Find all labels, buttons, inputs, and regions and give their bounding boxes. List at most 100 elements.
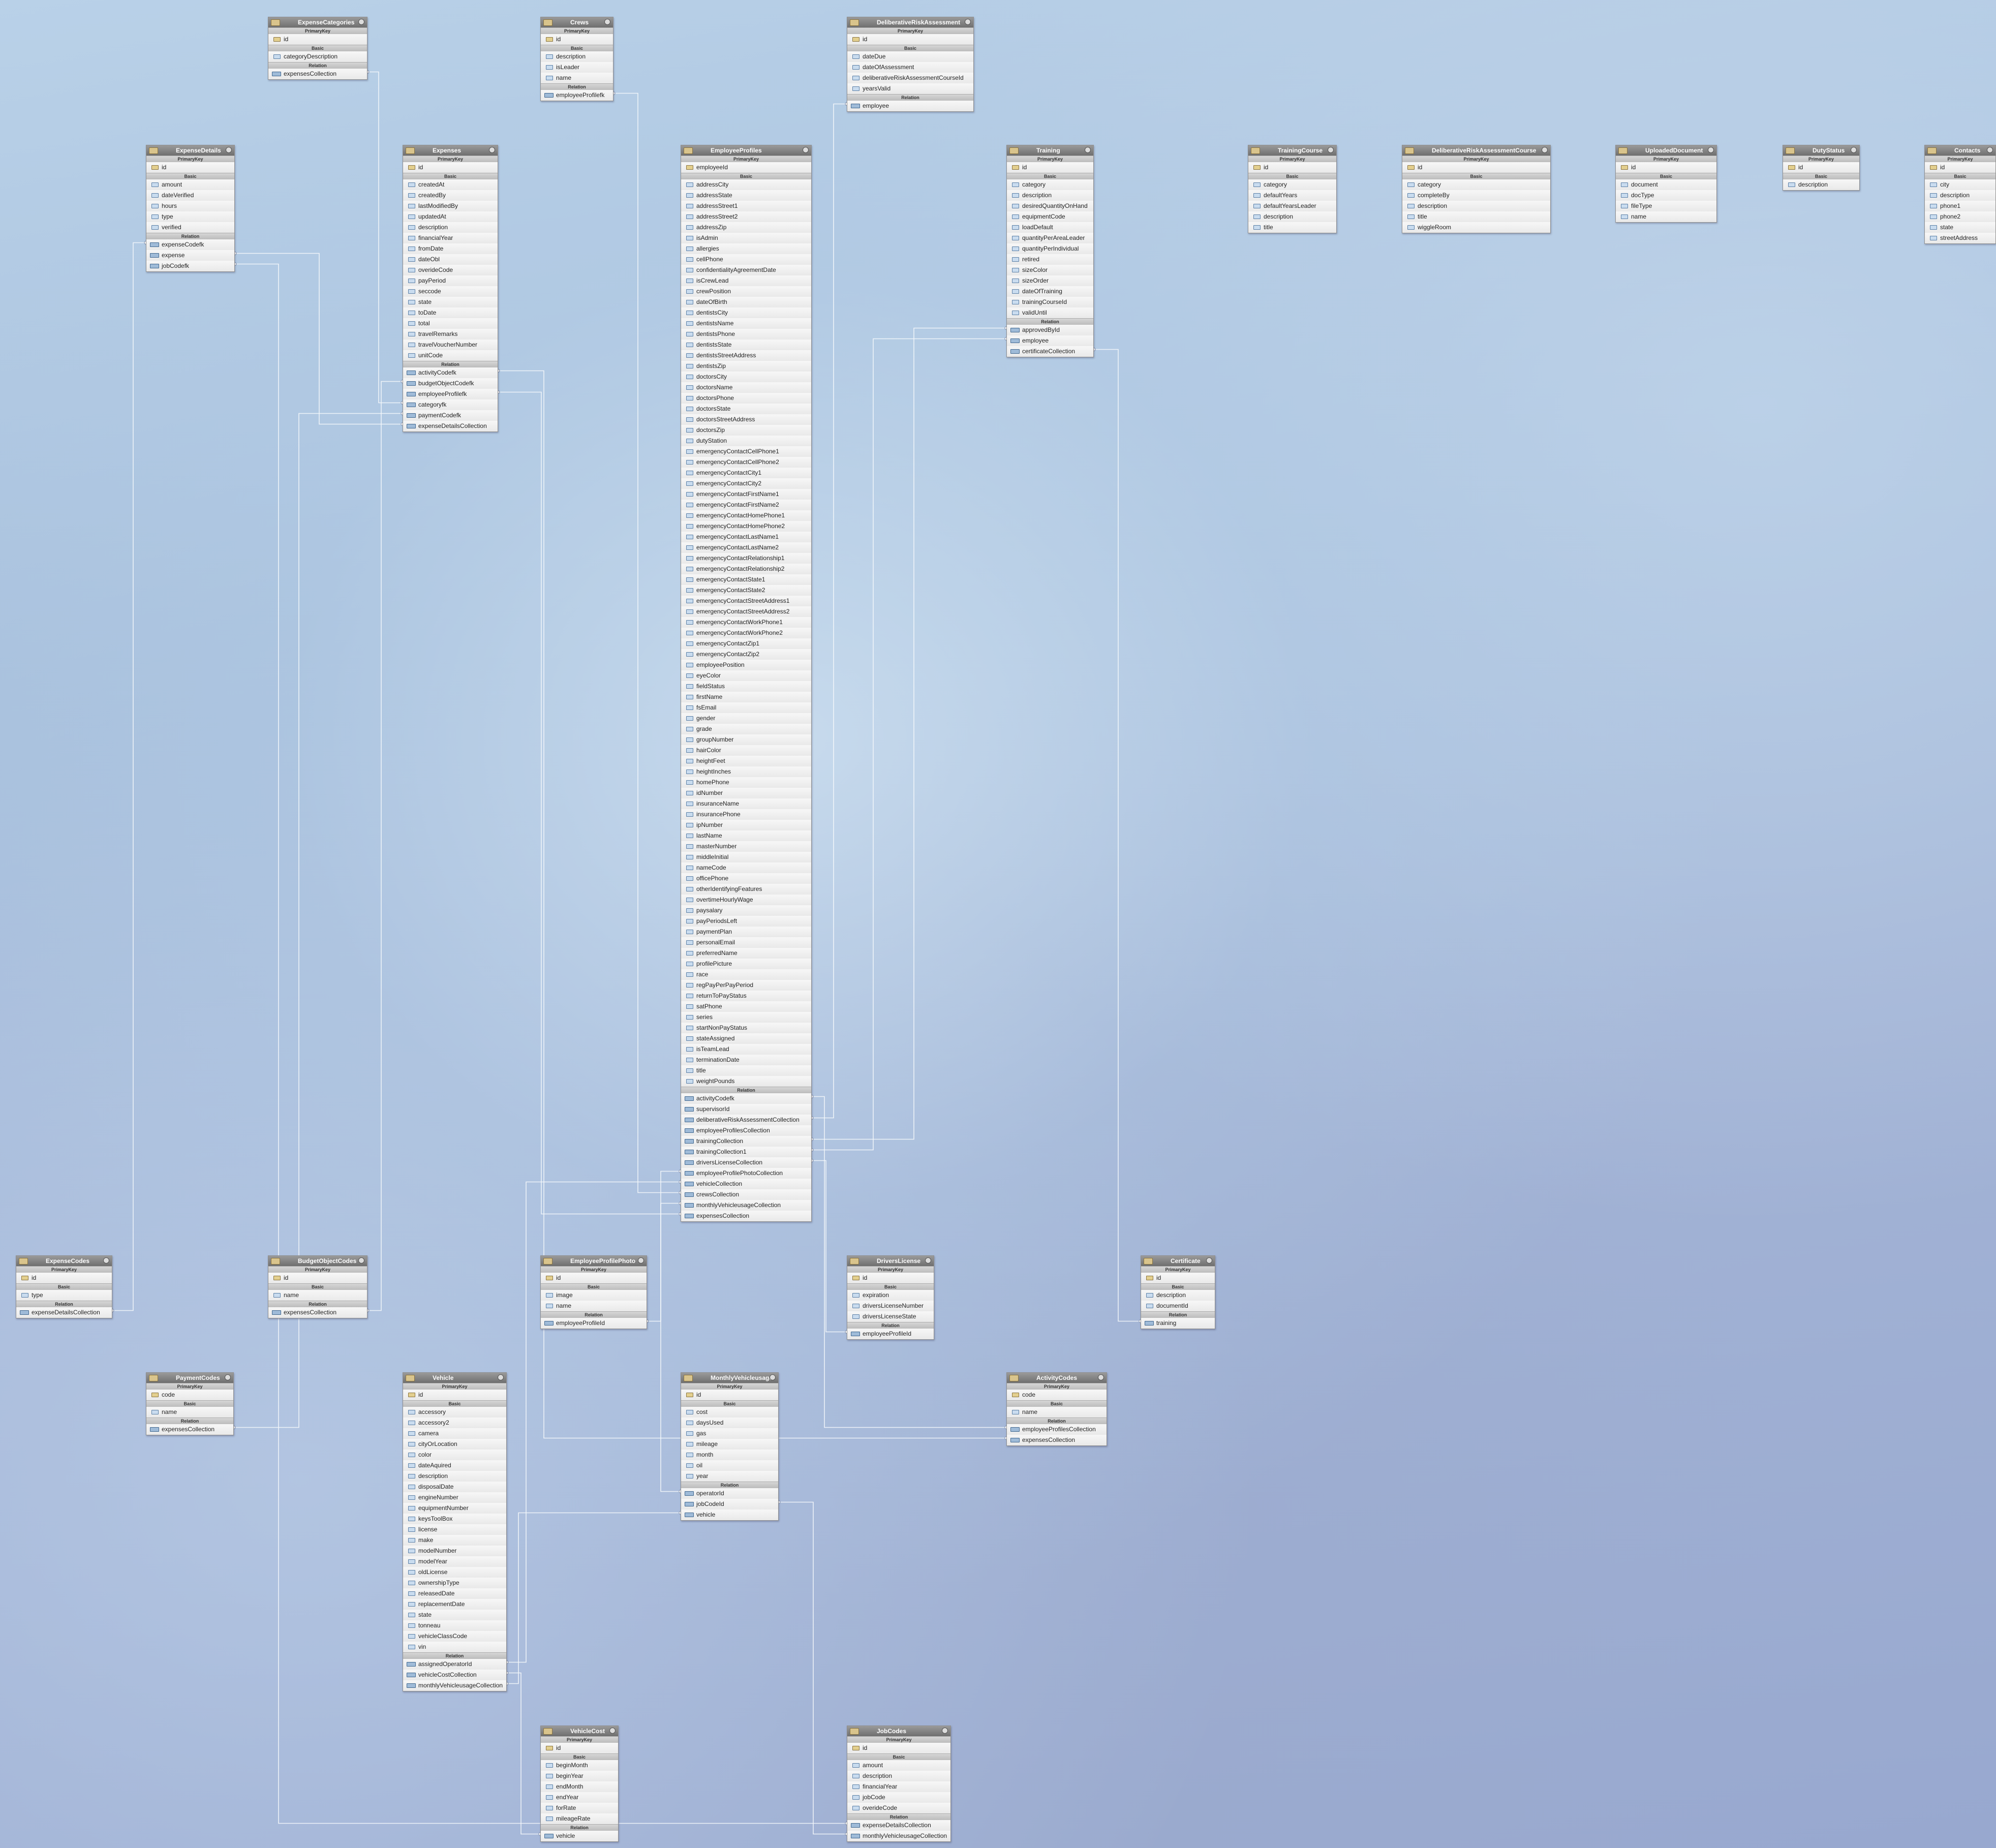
- field-row[interactable]: expensesCollection: [146, 1424, 233, 1435]
- field-row[interactable]: id: [16, 1273, 112, 1283]
- entity-header[interactable]: BudgetObjectCodes: [268, 1256, 367, 1266]
- field-row[interactable]: title: [681, 1065, 811, 1076]
- field-row[interactable]: forRate: [541, 1803, 618, 1813]
- field-row[interactable]: expenseDetailsCollection: [403, 421, 498, 432]
- field-row[interactable]: deliberativeRiskAssessmentCollection: [681, 1115, 811, 1125]
- entity-menu-icon[interactable]: [609, 1728, 616, 1734]
- field-row[interactable]: isTeamLead: [681, 1044, 811, 1055]
- field-row[interactable]: id: [681, 1390, 778, 1400]
- field-row[interactable]: doctorsPhone: [681, 393, 811, 404]
- field-row[interactable]: doctorsCity: [681, 372, 811, 382]
- field-row[interactable]: name: [146, 1407, 233, 1418]
- field-row[interactable]: disposalDate: [403, 1482, 506, 1492]
- field-row[interactable]: training: [1141, 1318, 1215, 1329]
- field-row[interactable]: daysUsed: [681, 1418, 778, 1428]
- entity-menu-icon[interactable]: [1085, 147, 1091, 153]
- field-row[interactable]: createdBy: [403, 190, 498, 201]
- field-row[interactable]: expensesCollection: [268, 1307, 367, 1318]
- field-row[interactable]: grade: [681, 724, 811, 734]
- field-row[interactable]: monthlyVehicleusageCollection: [681, 1200, 811, 1211]
- field-row[interactable]: dutyStation: [681, 436, 811, 446]
- field-row[interactable]: yearsValid: [847, 83, 973, 94]
- field-row[interactable]: idNumber: [681, 788, 811, 798]
- field-row[interactable]: state: [403, 297, 498, 307]
- field-row[interactable]: description: [847, 1771, 950, 1781]
- field-row[interactable]: dentistsStreetAddress: [681, 350, 811, 361]
- field-row[interactable]: id: [1141, 1273, 1215, 1283]
- field-row[interactable]: accessory: [403, 1407, 506, 1418]
- relation-line[interactable]: [112, 242, 146, 1311]
- field-row[interactable]: employeeProfilefk: [403, 389, 498, 399]
- entity-menu-icon[interactable]: [226, 147, 232, 153]
- field-row[interactable]: dentistsCity: [681, 307, 811, 318]
- field-row[interactable]: dateOfAssessment: [847, 62, 973, 73]
- field-row[interactable]: driversLicenseState: [847, 1311, 934, 1322]
- entity-menu-icon[interactable]: [1206, 1257, 1212, 1264]
- field-row[interactable]: id: [1925, 162, 1995, 173]
- field-row[interactable]: emergencyContactStreetAddress2: [681, 606, 811, 617]
- field-row[interactable]: id: [541, 1743, 618, 1753]
- field-row[interactable]: expensesCollection: [268, 69, 367, 79]
- field-row[interactable]: payPeriodsLeft: [681, 916, 811, 927]
- entity-header[interactable]: MonthlyVehicleusage: [681, 1373, 778, 1383]
- field-row[interactable]: verified: [146, 222, 234, 233]
- field-row[interactable]: allergies: [681, 243, 811, 254]
- field-row[interactable]: name: [1616, 211, 1716, 222]
- field-row[interactable]: description: [1783, 179, 1859, 190]
- field-row[interactable]: deliberativeRiskAssessmentCourseId: [847, 73, 973, 83]
- field-row[interactable]: streetAddress: [1925, 233, 1995, 243]
- field-row[interactable]: monthlyVehicleusageCollection: [847, 1831, 950, 1841]
- field-row[interactable]: addressState: [681, 190, 811, 201]
- relation-line[interactable]: [507, 1512, 681, 1684]
- field-row[interactable]: employeeProfilesCollection: [1007, 1424, 1107, 1435]
- field-row[interactable]: equipmentCode: [1007, 211, 1093, 222]
- field-row[interactable]: id: [541, 1273, 647, 1283]
- field-row[interactable]: crewsCollection: [681, 1189, 811, 1200]
- field-row[interactable]: emergencyContactRelationship1: [681, 553, 811, 564]
- field-row[interactable]: id: [847, 34, 973, 45]
- entity-menu-icon[interactable]: [1708, 147, 1714, 153]
- field-row[interactable]: quantityPerIndividual: [1007, 243, 1093, 254]
- field-row[interactable]: quantityPerAreaLeader: [1007, 233, 1093, 243]
- field-row[interactable]: replacementDate: [403, 1599, 506, 1610]
- relation-line[interactable]: [235, 253, 403, 425]
- relation-line[interactable]: [660, 1203, 681, 1492]
- field-row[interactable]: id: [1248, 162, 1336, 173]
- field-row[interactable]: lastName: [681, 830, 811, 841]
- field-row[interactable]: emergencyContactZip2: [681, 649, 811, 660]
- field-row[interactable]: name: [1007, 1407, 1107, 1418]
- field-row[interactable]: emergencyContactRelationship2: [681, 564, 811, 574]
- field-row[interactable]: id: [541, 34, 613, 45]
- field-row[interactable]: heightInches: [681, 766, 811, 777]
- field-row[interactable]: createdAt: [403, 179, 498, 190]
- field-row[interactable]: retired: [1007, 254, 1093, 265]
- field-row[interactable]: race: [681, 969, 811, 980]
- field-row[interactable]: cityOrLocation: [403, 1439, 506, 1450]
- relation-line[interactable]: [613, 93, 681, 1193]
- field-row[interactable]: image: [541, 1290, 647, 1301]
- field-row[interactable]: oldLicense: [403, 1567, 506, 1578]
- field-row[interactable]: unitCode: [403, 350, 498, 361]
- field-row[interactable]: approvedById: [1007, 325, 1093, 335]
- field-row[interactable]: type: [16, 1290, 112, 1301]
- field-row[interactable]: wiggleRoom: [1402, 222, 1550, 233]
- entity-header[interactable]: DutyStatus: [1783, 145, 1859, 156]
- field-row[interactable]: employeeProfileId: [541, 1318, 647, 1329]
- field-row[interactable]: preferredName: [681, 948, 811, 959]
- field-row[interactable]: category: [1248, 179, 1336, 190]
- field-row[interactable]: emergencyContactLastName2: [681, 542, 811, 553]
- field-row[interactable]: addressStreet2: [681, 211, 811, 222]
- field-row[interactable]: phone2: [1925, 211, 1995, 222]
- field-row[interactable]: paymentPlan: [681, 927, 811, 937]
- field-row[interactable]: completeBy: [1402, 190, 1550, 201]
- relation-line[interactable]: [507, 1181, 681, 1663]
- entity-menu-icon[interactable]: [638, 1257, 644, 1264]
- field-row[interactable]: emergencyContactFirstName2: [681, 500, 811, 510]
